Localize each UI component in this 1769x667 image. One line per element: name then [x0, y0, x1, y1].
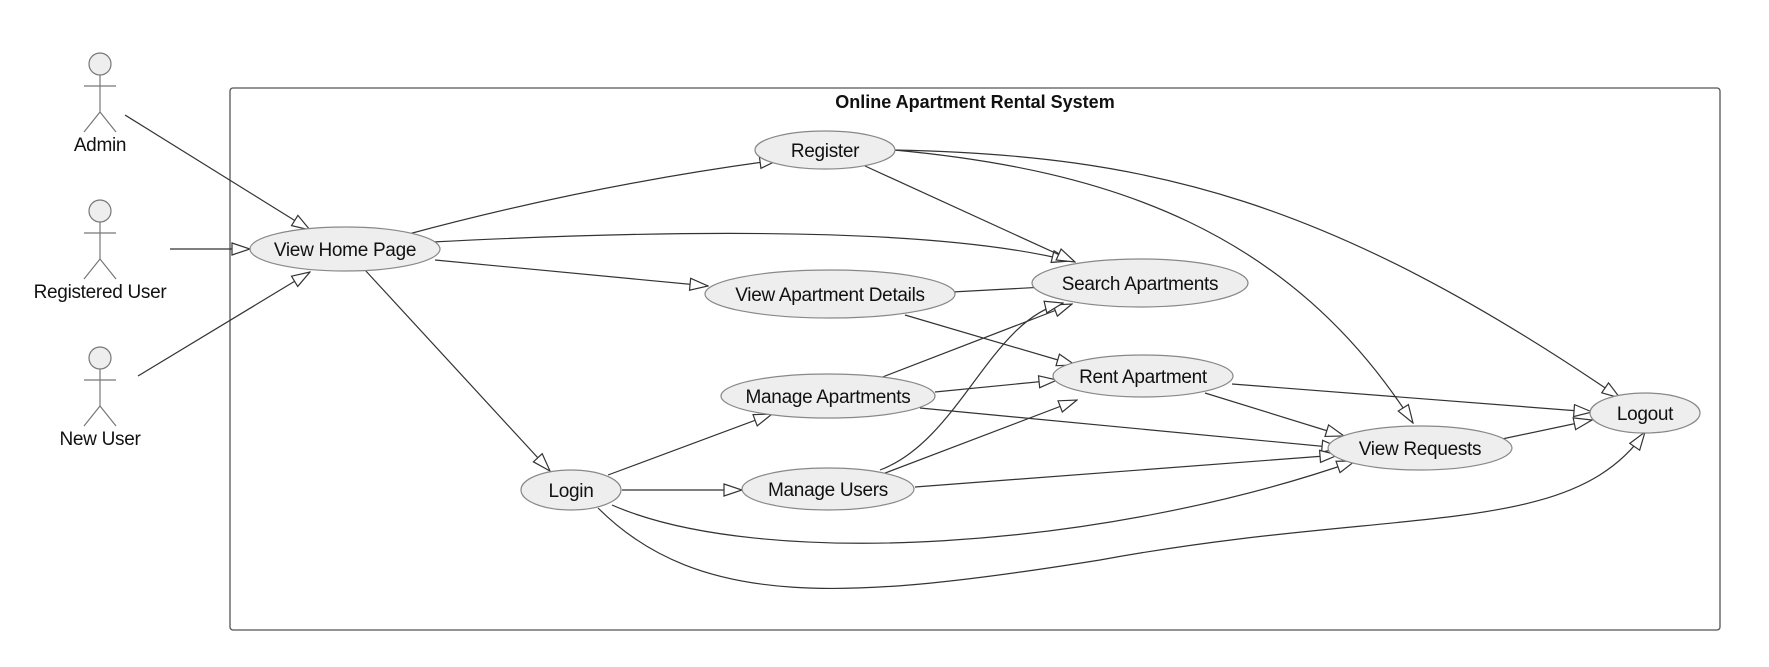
- use-case-manage-apartments: Manage Apartments: [720, 373, 936, 419]
- edge-rent-apartment-to-logout: [1231, 383, 1592, 412]
- use-case-logout: Logout: [1589, 392, 1701, 434]
- use-case-label: View Apartment Details: [735, 285, 924, 306]
- use-case-label: View Requests: [1359, 439, 1482, 460]
- system-title: Online Apartment Rental System: [835, 92, 1114, 112]
- edge-manage-apartments-to-rent-apartment: [934, 380, 1057, 393]
- use-case-manage-users: Manage Users: [741, 467, 915, 511]
- actor-figure-icon: [83, 369, 117, 427]
- use-case-label: Rent Apartment: [1079, 367, 1208, 388]
- use-case-view-requests: View Requests: [1327, 425, 1513, 471]
- use-case-view-home-page: View Home Page: [249, 226, 441, 272]
- edge-login-to-view-requests: [611, 461, 1355, 544]
- use-case-rent-apartment: Rent Apartment: [1052, 354, 1234, 398]
- edge-register-to-logout: [893, 149, 1620, 398]
- actor-admin: Admin: [74, 52, 126, 156]
- system-boundary: [229, 87, 1721, 631]
- edge-manage-apartments-to-search-apartments: [879, 304, 1072, 379]
- use-case-label: View Home Page: [274, 240, 416, 261]
- actor-new-user: New User: [59, 346, 142, 450]
- actor-head-icon: [88, 346, 112, 370]
- use-case-label: Login: [549, 481, 594, 502]
- actor-registered-user-label: Registered User: [34, 282, 168, 303]
- associations: [124, 114, 1645, 590]
- actor-figure-icon: [83, 222, 117, 280]
- use-case-label: Search Apartments: [1062, 274, 1218, 295]
- use-case-view-apartment-details: View Apartment Details: [704, 269, 956, 319]
- edge-view-home-page-to-login: [364, 269, 550, 471]
- edge-rent-apartment-to-view-requests: [1204, 392, 1344, 436]
- use-case-label: Register: [791, 141, 860, 162]
- edge-manage-users-to-rent-apartment: [879, 400, 1077, 476]
- edge-login-to-logout: [597, 432, 1645, 590]
- use-case-label: Manage Apartments: [746, 387, 911, 408]
- edge-register-to-view-requests: [893, 149, 1413, 423]
- edge-view-home-page-to-search-apartments: [431, 232, 1070, 261]
- use-case-login: Login: [520, 469, 622, 511]
- edge-admin-to-view-home-page: [124, 114, 310, 230]
- actor-head-icon: [88, 52, 112, 76]
- use-case-label: Logout: [1617, 404, 1674, 425]
- edge-view-apartment-details-to-rent-apartment: [904, 314, 1075, 365]
- edge-register-to-search-apartments: [864, 165, 1075, 262]
- use-case-search-apartments: Search Apartments: [1031, 258, 1249, 308]
- edge-manage-apartments-to-view-requests: [919, 407, 1340, 448]
- use-case-label: Manage Users: [768, 480, 888, 501]
- actor-head-icon: [88, 199, 112, 223]
- edge-view-home-page-to-register: [404, 160, 778, 236]
- edge-view-requests-to-logout: [1501, 420, 1592, 440]
- edge-manage-users-to-search-apartments: [879, 303, 1063, 471]
- actor-admin-label: Admin: [74, 135, 126, 156]
- edge-view-home-page-to-view-apartment-details: [434, 259, 708, 286]
- edge-manage-users-to-view-requests: [914, 455, 1338, 488]
- edge-login-to-manage-apartments: [607, 414, 772, 476]
- actor-new-user-label: New User: [59, 429, 141, 450]
- actor-figure-icon: [83, 75, 117, 133]
- use-case-register: Register: [754, 130, 896, 170]
- edge-new-user-to-view-home-page: [137, 272, 310, 377]
- actor-registered-user: Registered User: [34, 199, 168, 303]
